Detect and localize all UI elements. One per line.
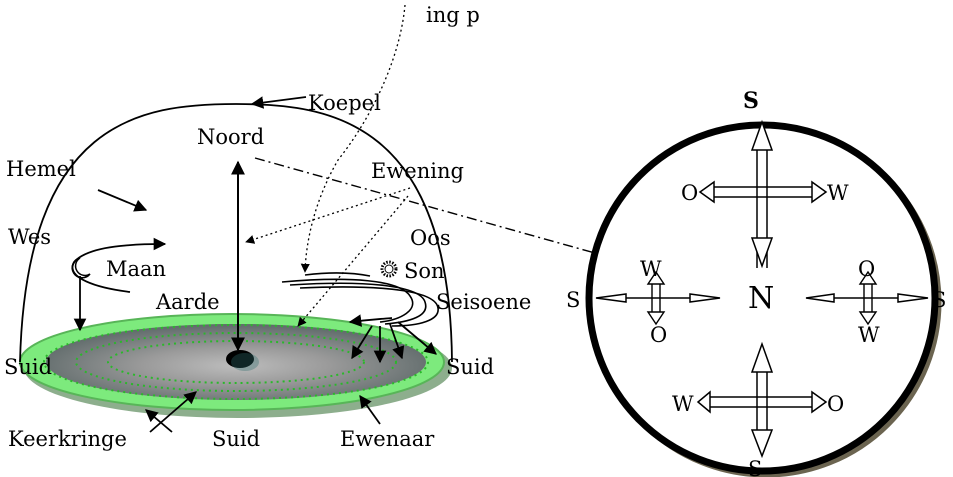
- sun-icon: [380, 260, 398, 278]
- compass-center-n: N: [748, 281, 774, 316]
- label-hemel: Hemel: [6, 157, 76, 181]
- compass-right-s: S: [932, 288, 946, 312]
- compass-right-cross-bottom: W: [858, 323, 880, 347]
- label-keerkringe: Keerkringe: [8, 427, 127, 451]
- label-top-partial: ing p: [426, 3, 480, 27]
- compass-left-s: S: [566, 288, 580, 312]
- earth-center-dot: [226, 350, 254, 368]
- label-suid-bottom: Suid: [212, 427, 260, 451]
- compass-right-cross-top: O: [858, 257, 875, 281]
- dotted-line-ewening-axis: [245, 187, 411, 244]
- compass-top-cross-left: O: [681, 181, 698, 205]
- compass-bottom-cross-right: O: [827, 392, 844, 416]
- label-wes: Wes: [8, 225, 51, 249]
- koepel-arrow: [250, 96, 307, 109]
- label-suid-right: Suid: [446, 355, 494, 379]
- label-suid-left: Suid: [4, 355, 52, 379]
- compass-left-cross-bottom: O: [650, 323, 667, 347]
- compass-top-cross: [698, 119, 828, 269]
- compass-left-cross-top: W: [640, 257, 662, 281]
- sun-seasonal-paths: [281, 272, 439, 327]
- label-aarde: Aarde: [155, 290, 220, 314]
- label-ewening: Ewening: [371, 159, 464, 183]
- compass-horizontal-axis: [595, 293, 929, 303]
- dotted-line-ewening-disc: [297, 195, 409, 327]
- compass: S S S S N O W W O W O O W: [566, 88, 946, 477]
- label-seisoene: Seisoene: [436, 290, 531, 314]
- label-oos: Oos: [410, 226, 451, 250]
- compass-top-cross-right: W: [827, 181, 849, 205]
- compass-bottom-s: S: [748, 457, 762, 477]
- keerkringe-arrow-2: [149, 391, 197, 433]
- label-koepel: Koepel: [308, 91, 381, 115]
- dome-outline: [19, 103, 453, 363]
- label-son: Son: [404, 259, 445, 283]
- moon-path: [71, 237, 167, 293]
- season-arrows: [351, 321, 437, 364]
- compass-bottom-cross-left: W: [672, 392, 694, 416]
- compass-right-cross: [858, 270, 878, 326]
- sun-path-arrow-left: [348, 314, 393, 327]
- hemel-arrow: [97, 189, 148, 212]
- dotted-curve-from-top: [300, 4, 406, 273]
- compass-left-cross: [646, 270, 666, 326]
- label-ewenaar: Ewenaar: [340, 427, 435, 451]
- compass-top-s: S: [743, 88, 759, 114]
- ewenaar-arrow: [359, 394, 381, 425]
- compass-bottom-cross: [696, 341, 828, 459]
- label-maan: Maan: [106, 257, 166, 281]
- keerkringe-arrow-1: [145, 409, 173, 433]
- label-noord: Noord: [197, 125, 264, 149]
